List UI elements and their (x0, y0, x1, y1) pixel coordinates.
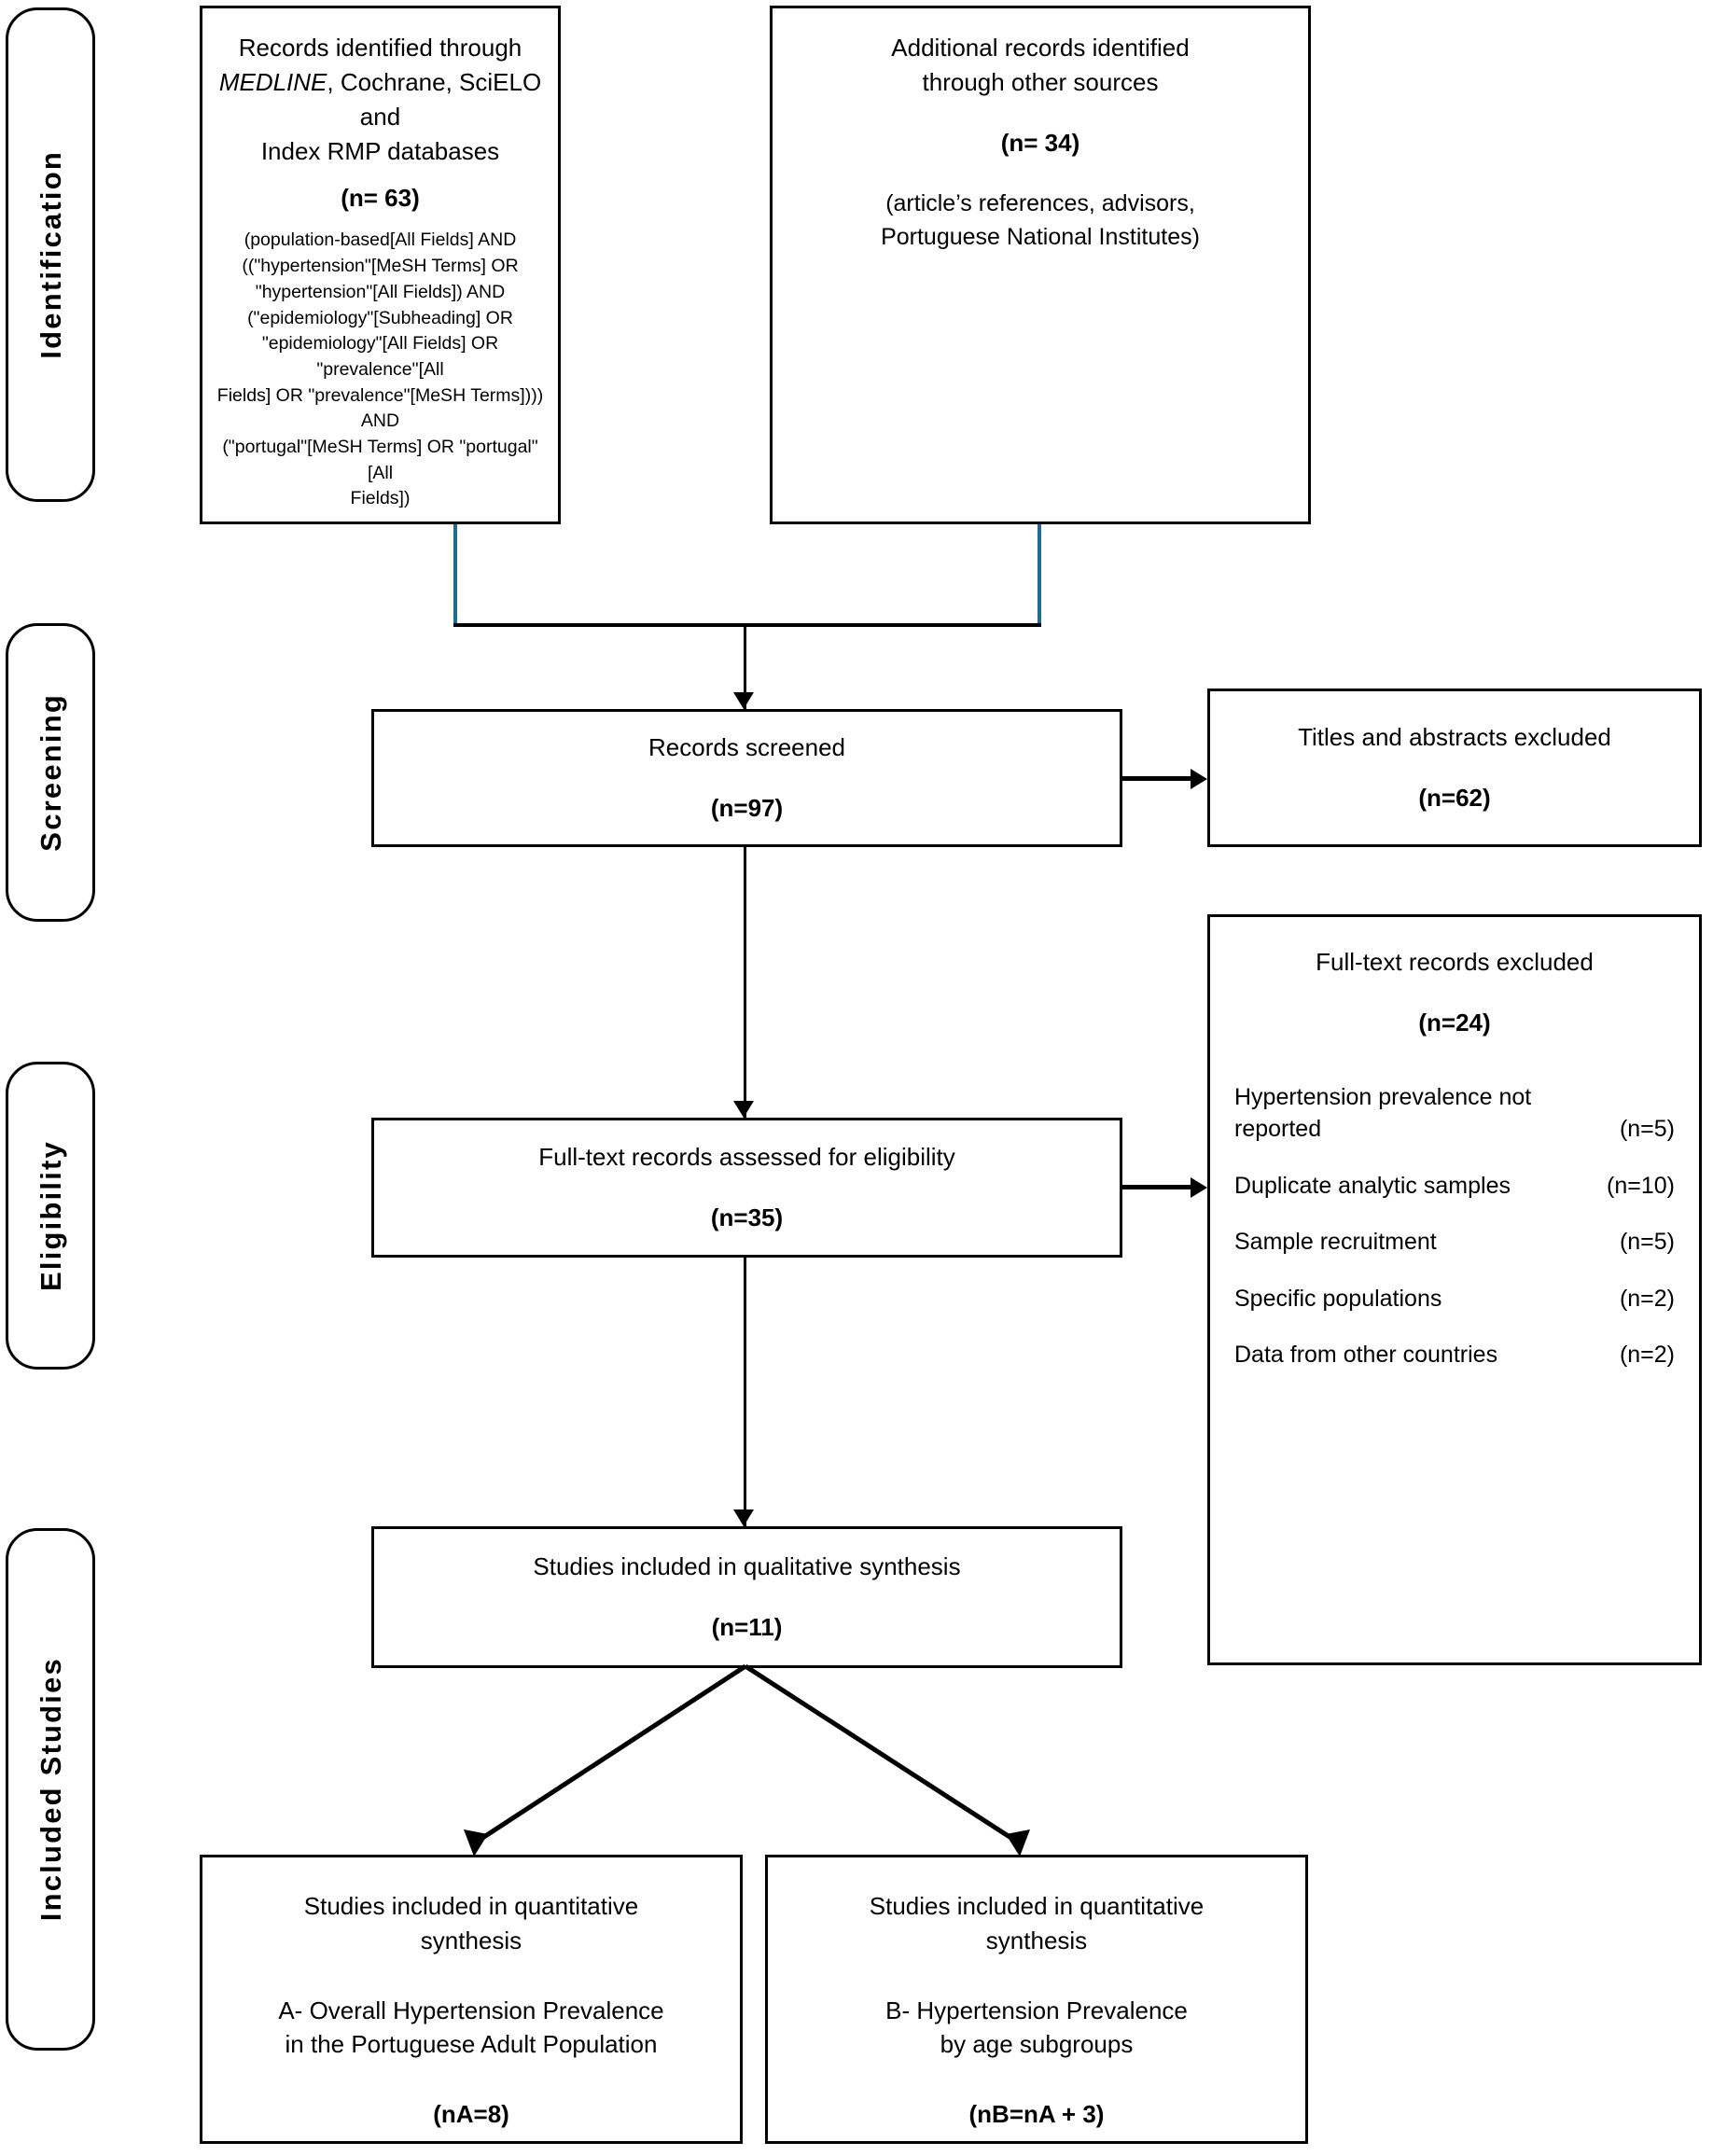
box-additional-records: Additional records identified through ot… (770, 6, 1311, 524)
search-query-line-6: Fields] OR "prevalence"[MeSH Terms]))) A… (216, 384, 544, 432)
arrow-down-to-records-screened (733, 692, 754, 709)
connector-screened-to-excluded (1122, 776, 1195, 781)
exclusion-reason-text: Duplicate analytic samples (1234, 1172, 1511, 1199)
records-identified-title-line3: Index RMP databases (260, 136, 500, 165)
search-query-line-8: Fields]) (350, 488, 411, 509)
box-titles-abstracts-excluded: Titles and abstracts excluded (n=62) (1207, 689, 1702, 847)
connector-screened-to-fulltext (744, 847, 746, 1118)
box-records-identified: Records identified through MEDLINE, Coch… (200, 6, 561, 524)
arrow-right-to-titles-excluded (1191, 769, 1207, 789)
fulltext-assessed-title: Full-text records assessed for eligibili… (538, 1143, 955, 1172)
exclusion-reason-row: Duplicate analytic samples (n=10) (1234, 1170, 1675, 1203)
box-qualitative-synthesis: Studies included in qualitative synthesi… (371, 1526, 1122, 1668)
fulltext-excluded-title: Full-text records excluded (1316, 948, 1594, 976)
box-quantitative-synthesis-b: Studies included in quantitative synthes… (765, 1855, 1308, 2144)
qualitative-count: (n=11) (711, 1613, 783, 1641)
exclusion-reason-count: (n=10) (1607, 1172, 1675, 1199)
exclusion-reason-count: (n=2) (1619, 1285, 1675, 1312)
records-screened-title: Records screened (648, 733, 845, 762)
connector-merge-horizontal (453, 623, 1041, 627)
exclusion-reason-text: Hypertension prevalence not (1234, 1083, 1532, 1110)
quantitative-b-sub-line2: by age subgroups (940, 2030, 1134, 2059)
search-query-line-7: ("portugal"[MeSH Terms] OR "portugal"[Al… (222, 436, 538, 483)
additional-records-note-line2: Portuguese National Institutes) (881, 223, 1200, 250)
exclusion-reason-row: Sample recruitment (n=5) (1234, 1226, 1675, 1259)
qualitative-title: Studies included in qualitative synthesi… (533, 1552, 961, 1581)
titles-excluded-count: (n=62) (1418, 784, 1491, 812)
exclusion-reason-row: Data from other countries (n=2) (1234, 1339, 1675, 1371)
connector-merge-to-screened (744, 623, 746, 709)
additional-records-note-line1: (article’s references, advisors, (885, 189, 1195, 216)
stage-pill-screening: Screening (6, 623, 95, 922)
stage-pill-included-studies: Included Studies (6, 1528, 95, 2051)
exclusion-reason-count: (n=5) (1619, 1116, 1675, 1143)
search-query-line-2: (("hypertension"[MeSH Terms] OR (242, 256, 519, 277)
records-identified-source-rest: , Cochrane, SciELO and (327, 67, 542, 131)
exclusion-reason-row: Hypertension prevalence not reported (n=… (1234, 1081, 1675, 1146)
quantitative-b-title-line2: synthesis (985, 1926, 1088, 1954)
records-identified-title-line1: Records identified through (238, 34, 522, 62)
exclusion-reason-text-cont: reported (1234, 1116, 1322, 1143)
exclusion-reason-count: (n=2) (1619, 1342, 1675, 1369)
quantitative-b-count: (nB=nA + 3) (968, 2100, 1105, 2129)
exclusion-reason-text: Data from other countries (1234, 1342, 1498, 1369)
records-identified-source-italic: MEDLINE (218, 67, 327, 96)
arrow-down-to-fulltext-assessed (733, 1101, 754, 1118)
quantitative-a-count: (nA=8) (433, 2100, 509, 2129)
quantitative-a-title-line1: Studies included in quantitative (303, 1892, 639, 1920)
search-query-line-5: "epidemiology"[All Fields] OR "prevalenc… (261, 333, 499, 380)
stage-label-identification: Identification (34, 150, 67, 359)
quantitative-b-sub-line1: B- Hypertension Prevalence (885, 1996, 1188, 2024)
fulltext-assessed-count: (n=35) (710, 1203, 784, 1231)
records-identified-count: (n= 63) (341, 184, 420, 213)
records-identified-title-line2: MEDLINE, Cochrane, SciELO and (216, 65, 545, 134)
arrow-right-to-fulltext-excluded (1191, 1177, 1207, 1198)
arrow-down-to-qualitative (733, 1509, 754, 1526)
additional-records-title-line2: through other sources (922, 67, 1159, 96)
stage-label-screening: Screening (34, 693, 67, 852)
connector-fulltext-to-qualitative (744, 1258, 746, 1526)
connector-fulltext-to-excluded (1122, 1185, 1195, 1189)
box-records-screened: Records screened (n=97) (371, 709, 1122, 847)
connector-right-vertical (1038, 524, 1041, 627)
quantitative-a-sub-line1: A- Overall Hypertension Prevalence (278, 1996, 664, 2024)
search-query-line-3: "hypertension"[All Fields]) AND (255, 281, 506, 302)
fulltext-excluded-count: (n=24) (1418, 1008, 1491, 1036)
quantitative-b-title-line1: Studies included in quantitative (869, 1892, 1205, 1920)
additional-records-count: (n= 34) (1000, 128, 1080, 157)
search-query-line-4: ("epidemiology"[Subheading] OR (247, 307, 513, 328)
exclusion-reason-text: Specific populations (1234, 1285, 1442, 1312)
exclusion-reason-count: (n=5) (1619, 1229, 1675, 1256)
connector-left-vertical (453, 524, 457, 627)
quantitative-a-title-line2: synthesis (420, 1926, 522, 1954)
box-fulltext-records-excluded: Full-text records excluded (n=24) Hypert… (1207, 914, 1702, 1665)
quantitative-a-sub-line2: in the Portuguese Adult Population (285, 2030, 658, 2059)
titles-excluded-title: Titles and abstracts excluded (1298, 723, 1611, 752)
search-query-line-1: (population-based[All Fields] AND (244, 230, 517, 251)
box-fulltext-assessed-eligibility: Full-text records assessed for eligibili… (371, 1118, 1122, 1258)
additional-records-title-line1: Additional records identified (891, 34, 1190, 62)
exclusion-reason-text: Sample recruitment (1234, 1229, 1437, 1256)
stage-pill-identification: Identification (6, 7, 95, 502)
split-connectors (464, 1663, 1030, 1857)
box-quantitative-synthesis-a: Studies included in quantitative synthes… (200, 1855, 743, 2144)
records-screened-count: (n=97) (710, 794, 784, 822)
stage-pill-eligibility: Eligibility (6, 1062, 95, 1370)
stage-label-eligibility: Eligibility (34, 1140, 67, 1291)
exclusion-reason-row: Specific populations (n=2) (1234, 1283, 1675, 1315)
